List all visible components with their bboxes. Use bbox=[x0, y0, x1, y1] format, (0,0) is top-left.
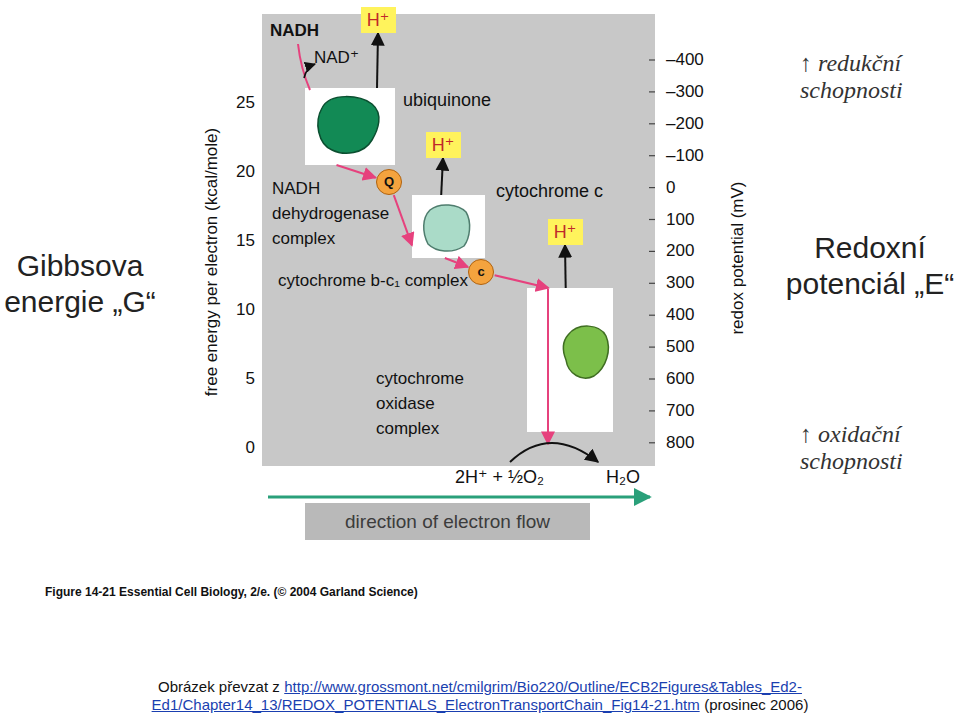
annotation: Redoxní potenciál „E“ bbox=[785, 230, 955, 302]
figure-caption: Figure 14-21 Essential Cell Biology, 2/e… bbox=[45, 585, 745, 600]
axis-tick bbox=[649, 283, 655, 284]
complex-box: NADH dehydrogenase complex bbox=[305, 88, 395, 165]
axis-number: –400 bbox=[666, 50, 716, 70]
axis-number: –300 bbox=[666, 82, 716, 102]
oxidation-arrow bbox=[304, 64, 315, 78]
axis-tick bbox=[649, 59, 655, 60]
node-text: direction of electron flow bbox=[345, 511, 550, 533]
axis-tick bbox=[649, 219, 655, 220]
complex-panel bbox=[305, 88, 395, 165]
annotation: ↑ redukční schopnosti bbox=[800, 50, 950, 104]
molecule-label: NADH bbox=[270, 21, 340, 41]
source-text: Obrázek převzat z bbox=[158, 678, 280, 695]
protein-blob bbox=[318, 97, 379, 154]
axis-number: –100 bbox=[666, 146, 716, 166]
complex-label: cytochrome oxidase complex bbox=[376, 366, 496, 441]
electron-path bbox=[547, 289, 549, 444]
carrier-circle: Q bbox=[376, 169, 402, 195]
axis-tick bbox=[649, 251, 655, 252]
axis-number: 700 bbox=[666, 401, 716, 421]
complex-box: cytochrome b-c₁ complex bbox=[412, 195, 485, 258]
axis-ticks bbox=[649, 60, 655, 443]
reaction-label: H₂O bbox=[606, 467, 656, 488]
proton-box: H⁺ bbox=[426, 132, 461, 158]
axis-number: 0 bbox=[215, 438, 255, 458]
electron-arrow bbox=[394, 195, 412, 245]
node-text: H⁺ bbox=[432, 135, 455, 155]
axis-number: 25 bbox=[215, 93, 255, 113]
axis-number: 300 bbox=[666, 273, 716, 293]
reaction-arrow bbox=[510, 443, 598, 462]
axis-number: 200 bbox=[666, 241, 716, 261]
reaction-label: 2H⁺ + ½O₂ bbox=[455, 467, 570, 488]
axis-number: –200 bbox=[666, 114, 716, 134]
axis-tick bbox=[649, 155, 655, 156]
axis-number: 600 bbox=[666, 369, 716, 389]
direction-band: direction of electron flow bbox=[305, 503, 590, 540]
node-text: H⁺ bbox=[367, 10, 390, 30]
graph-panel bbox=[262, 14, 655, 466]
axis-title: free energy per electron (kcal/mole) bbox=[202, 97, 222, 427]
axis-tick bbox=[649, 123, 655, 124]
complex-label: NADH dehydrogenase complex bbox=[272, 176, 392, 251]
molecule-label: NAD⁺ bbox=[314, 48, 374, 68]
axis-number: 800 bbox=[666, 433, 716, 453]
complex-panel bbox=[412, 195, 485, 258]
node-text: H⁺ bbox=[554, 222, 577, 242]
proton-box: H⁺ bbox=[361, 7, 396, 33]
carrier-circle: c bbox=[468, 259, 494, 285]
electron-arrow bbox=[445, 258, 468, 267]
axis-number: 500 bbox=[666, 337, 716, 357]
axis-title: redox potential (mV) bbox=[728, 138, 748, 378]
axis-tick bbox=[649, 315, 655, 316]
carrier-label: cytochrome c bbox=[496, 181, 641, 202]
flow-arrow bbox=[268, 496, 650, 499]
annotation: ↑ oxidační schopnosti bbox=[800, 421, 950, 475]
proton-box: H⁺ bbox=[548, 219, 583, 245]
carrier-label: ubiquinone bbox=[403, 90, 523, 111]
axis-tick bbox=[649, 187, 655, 188]
proton-pump-arrow bbox=[441, 158, 443, 195]
electron-path bbox=[298, 44, 310, 90]
axis-tick bbox=[649, 347, 655, 348]
source-note: Obrázek převzat zhttp://www.grossmont.ne… bbox=[40, 678, 920, 714]
axis-tick bbox=[649, 378, 655, 379]
annotation: Gibbsova energie „G“ bbox=[0, 248, 160, 320]
axis-number: 100 bbox=[666, 210, 716, 230]
electron-arrow bbox=[495, 275, 549, 288]
source-text: (prosinec 2006) bbox=[704, 696, 808, 713]
protein-blob bbox=[563, 326, 608, 378]
proton-pump-arrow bbox=[564, 245, 567, 288]
axis-tick bbox=[649, 442, 655, 443]
axis-number: 400 bbox=[666, 305, 716, 325]
axis-number: 0 bbox=[666, 178, 716, 198]
node-text: Q bbox=[384, 175, 394, 189]
proton-pump-arrow bbox=[377, 33, 378, 88]
complex-panel bbox=[527, 288, 613, 432]
electron-arrow bbox=[337, 165, 376, 178]
complex-box: cytochrome oxidase complex bbox=[527, 288, 613, 432]
node-text: c bbox=[477, 265, 484, 279]
axis-tick bbox=[649, 410, 655, 411]
complex-label: cytochrome b-c₁ complex bbox=[278, 268, 468, 293]
protein-blob bbox=[424, 205, 470, 251]
axis-tick bbox=[649, 91, 655, 92]
